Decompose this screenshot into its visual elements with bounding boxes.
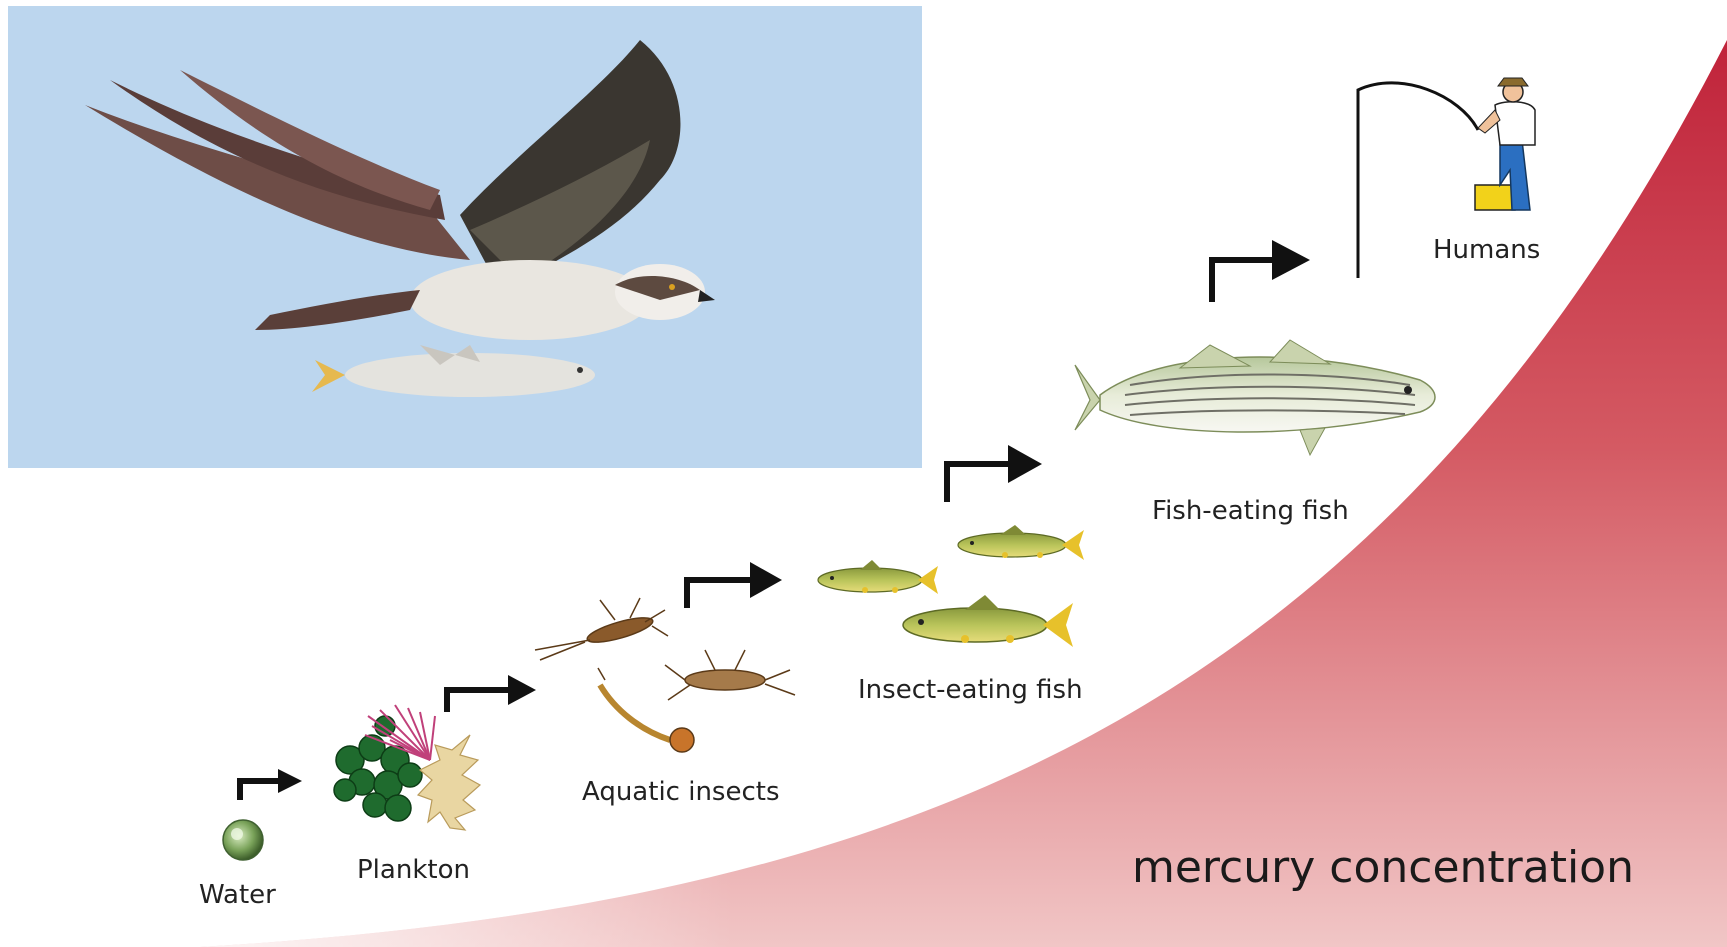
- arrow-insects-to-insect-fish: [687, 580, 757, 608]
- arrow-head-1: [278, 769, 302, 793]
- label-insect-eating-fish: Insect-eating fish: [858, 675, 1083, 705]
- label-water: Water: [199, 880, 276, 910]
- label-mercury-concentration: mercury concentration: [1132, 842, 1634, 893]
- arrow-fish-fish-to-humans: [1212, 260, 1282, 302]
- water-droplet-icon: [223, 820, 263, 860]
- aquatic-insect-icon: [535, 598, 795, 752]
- osprey-photo: [8, 6, 922, 468]
- label-humans: Humans: [1433, 235, 1540, 265]
- arrow-head-2: [508, 675, 536, 705]
- label-fish-eating-fish: Fish-eating fish: [1152, 496, 1349, 526]
- arrow-head-3: [750, 562, 782, 598]
- arrow-water-to-plankton: [240, 781, 282, 800]
- trout-icon: [818, 525, 1084, 647]
- arrow-insect-fish-to-fish-fish: [947, 464, 1016, 502]
- arrow-head-4: [1008, 445, 1042, 483]
- striped-bass-icon: [1075, 340, 1435, 455]
- label-aquatic-insects: Aquatic insects: [582, 777, 780, 807]
- label-plankton: Plankton: [357, 855, 470, 885]
- arrow-plankton-to-insects: [447, 690, 515, 712]
- arrow-head-5: [1272, 240, 1310, 280]
- plankton-icon: [334, 705, 480, 830]
